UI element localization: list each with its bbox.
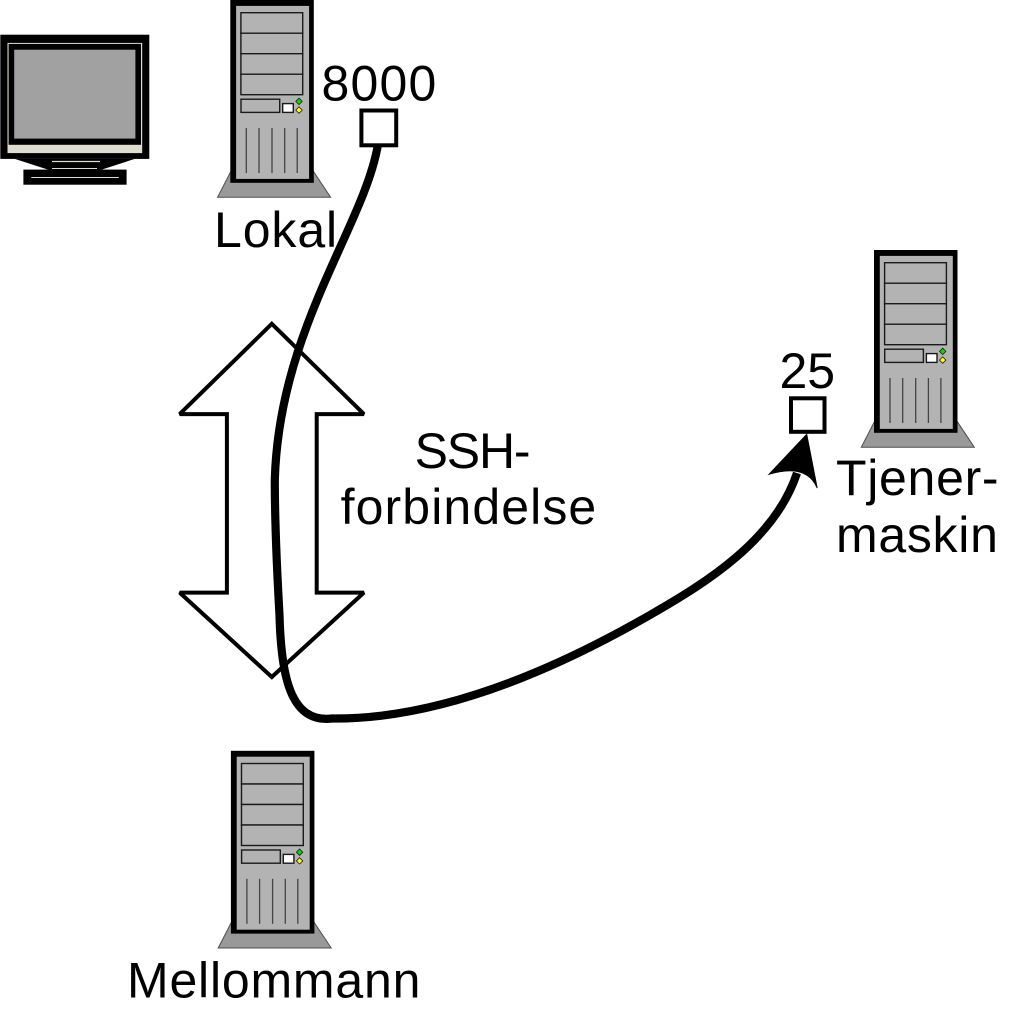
svg-text:Tjener-: Tjener-: [836, 450, 999, 506]
svg-text:25: 25: [780, 343, 836, 399]
svg-text:Mellommann: Mellommann: [127, 953, 421, 1009]
svg-text:Lokal: Lokal: [214, 202, 338, 258]
svg-text:SSH-: SSH-: [415, 423, 530, 479]
svg-text:8000: 8000: [322, 56, 438, 112]
svg-text:maskin: maskin: [836, 507, 999, 563]
svg-text:forbindelse: forbindelse: [341, 479, 598, 535]
